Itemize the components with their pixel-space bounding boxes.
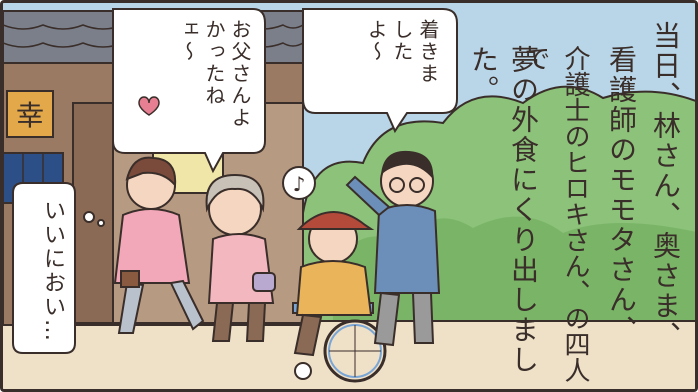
wife-character (113, 156, 205, 334)
narration-col-2: 看護師のモモタさん、 (605, 45, 638, 345)
bubble-father-text: お父さんよかったねェ〜 (176, 19, 252, 129)
music-note-icon: ♪ (293, 172, 306, 196)
bubble-father (112, 8, 266, 174)
scene-illustration: 幸 (3, 3, 695, 389)
shop-sign (6, 90, 54, 138)
narration-col-1: 当日、林さん、奥さま、 (649, 21, 682, 351)
caregiver-character (345, 150, 441, 347)
grandmother-character (205, 173, 276, 342)
narration-col-4: 夢の外食にくり出しました。 (467, 45, 540, 375)
grandfather-in-wheelchair (292, 211, 387, 383)
red-cap (296, 211, 375, 230)
bubble-smell-text: いいにおい… (40, 199, 65, 343)
shop-sign-char: 幸 (16, 99, 44, 132)
music-note-bubble (282, 166, 316, 200)
bubble-arrived (302, 8, 458, 134)
bubble-smell (12, 182, 76, 354)
bubble-arrived-text: 着きましたよ〜 (364, 19, 440, 85)
heart-icon (138, 96, 160, 116)
narration-col-3: 介護士のヒロキさん、の四人で (520, 45, 590, 383)
